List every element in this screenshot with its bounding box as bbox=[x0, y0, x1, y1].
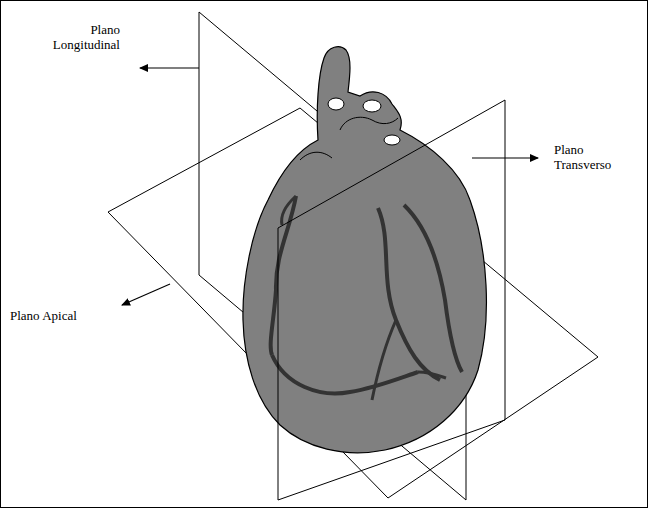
leader-arrow bbox=[140, 67, 199, 68]
leader-arrow bbox=[122, 284, 170, 305]
leader-arrow bbox=[472, 157, 538, 158]
transverse-plane bbox=[278, 100, 505, 500]
heart bbox=[243, 47, 486, 453]
plane-label: Plano Transverso bbox=[554, 142, 638, 172]
plane-label: Plano Apical bbox=[10, 308, 118, 323]
plane-label: Plano Longitudinal bbox=[40, 22, 120, 52]
